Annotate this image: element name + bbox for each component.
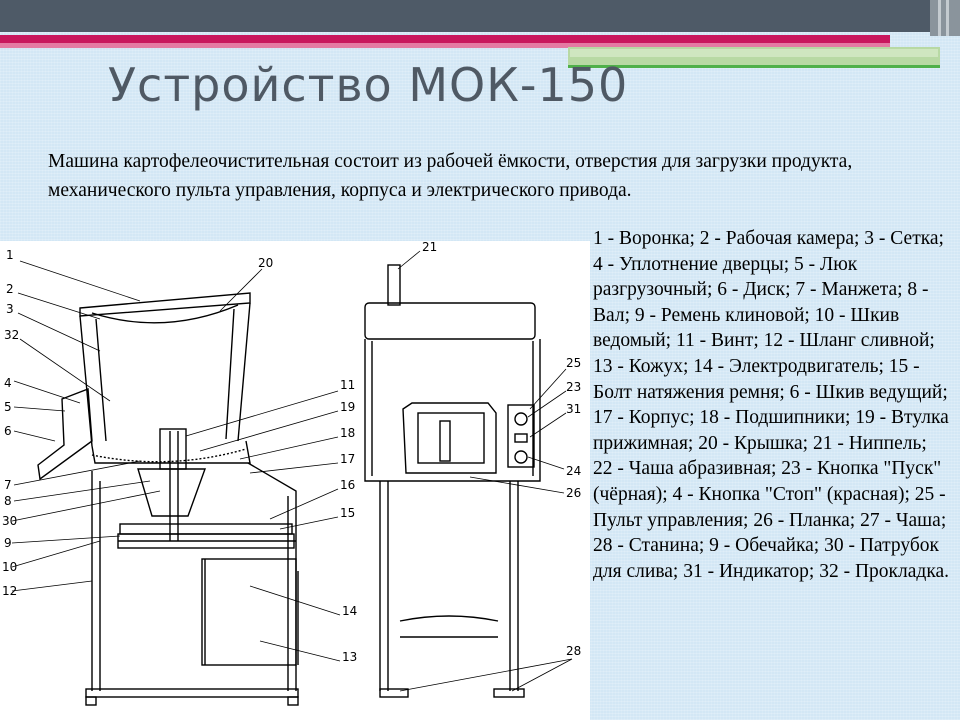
label-2: 2 [6, 282, 14, 296]
label-5: 5 [4, 400, 12, 414]
intro-paragraph: Машина картофелеочистительная состоит из… [48, 151, 853, 201]
parts-legend: 1 - Воронка; 2 - Рабочая камера; 3 - Сет… [593, 228, 950, 582]
label-23: 23 [566, 380, 581, 394]
label-7: 7 [4, 478, 12, 492]
label-15: 15 [340, 506, 355, 520]
label-9: 9 [4, 536, 12, 550]
top-bar-corner [930, 0, 960, 36]
label-20: 20 [258, 256, 273, 270]
accent-stripe-magenta [0, 35, 890, 43]
label-31: 31 [566, 402, 581, 416]
slide-title: Устройство МОК-150 [108, 58, 629, 112]
label-1: 1 [6, 248, 14, 262]
label-21: 21 [422, 241, 437, 254]
label-18: 18 [340, 426, 355, 440]
label-25: 25 [566, 356, 581, 370]
label-12: 12 [2, 584, 17, 598]
label-26: 26 [566, 486, 581, 500]
label-6: 6 [4, 424, 12, 438]
accent-stripe-magenta-light [0, 43, 890, 48]
technical-drawing: 1 2 3 32 4 5 6 7 8 30 9 10 12 20 11 19 1… [2, 241, 581, 706]
label-14: 14 [342, 604, 357, 618]
label-3: 3 [6, 302, 14, 316]
label-8: 8 [4, 494, 12, 508]
label-4: 4 [4, 376, 12, 390]
accent-stripe-green-inner [570, 49, 938, 57]
label-16: 16 [340, 478, 355, 492]
label-17: 17 [340, 452, 355, 466]
label-10: 10 [2, 560, 17, 574]
label-28: 28 [566, 644, 581, 658]
label-13: 13 [342, 650, 357, 664]
label-19: 19 [340, 400, 355, 414]
label-32: 32 [4, 328, 19, 342]
label-30: 30 [2, 514, 17, 528]
label-11: 11 [340, 378, 355, 392]
top-bar [0, 0, 960, 32]
label-24: 24 [566, 464, 581, 478]
